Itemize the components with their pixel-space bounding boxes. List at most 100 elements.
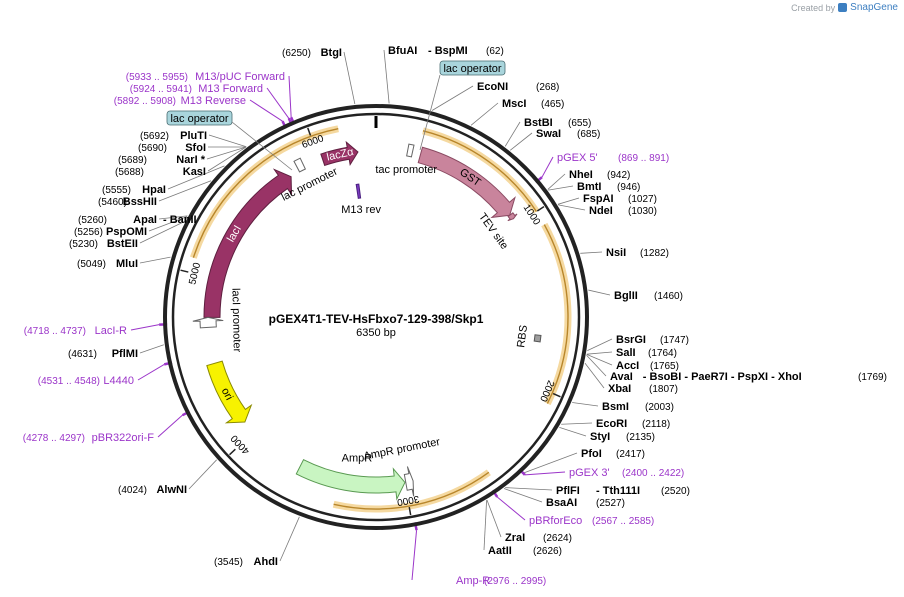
site-alwni: AlwNI: [156, 484, 187, 496]
site-pflfi: PflFI: [556, 485, 580, 497]
tick-mark: [536, 205, 545, 212]
site-leader: [139, 221, 185, 244]
site-pfoi: PfoI: [581, 448, 602, 460]
site-bsaai: BsaAI: [546, 497, 577, 509]
site-position: (2527): [596, 498, 625, 509]
primer-leader: [541, 156, 554, 178]
site-leader: [557, 197, 580, 205]
feature-label-m13-rev: M13 rev: [341, 204, 381, 216]
site-aliases: - BanII: [163, 214, 197, 226]
site-leader: [547, 173, 566, 190]
tick-mark: [229, 448, 236, 456]
primer-leader: [266, 87, 290, 119]
site-leader: [584, 362, 605, 389]
site-position: (2520): [661, 486, 690, 497]
site-sfoi: SfoI: [185, 142, 206, 154]
inner-backbone-circle: [171, 112, 581, 522]
site-leader: [503, 488, 543, 503]
site-leader: [431, 85, 474, 111]
site-position: (1027): [628, 194, 657, 205]
tick-label: 5000: [187, 261, 203, 286]
feature-label-ori: ori: [219, 386, 235, 402]
site-bsrgi: BsrGI: [616, 334, 646, 346]
primer-m13-puc-forward: M13/pUC Forward: [195, 71, 285, 83]
site-fspai: FspAI: [583, 193, 614, 205]
site-position: (946): [617, 182, 640, 193]
primer-position: (869 .. 891): [618, 153, 669, 164]
site-aliases: - BspMI: [428, 45, 468, 57]
primer-position: (5933 .. 5955): [126, 72, 188, 83]
primer-pgex-5: pGEX 5': [557, 152, 598, 164]
primer-position: (4718 .. 4737): [24, 326, 86, 337]
feature-gst: [417, 146, 516, 219]
feature-label-lacz: lacZα: [326, 146, 356, 164]
site-leader: [509, 132, 533, 151]
tick-mark: [408, 506, 412, 516]
outer-backbone-circle: [163, 104, 589, 530]
feature-lac-promoter: [293, 157, 307, 173]
site-aliases: - BsoBI - PaeR7I - PspXI - XhoI: [643, 371, 802, 383]
site-leader: [207, 146, 246, 172]
primer-leader: [137, 363, 165, 381]
site-position: (1460): [654, 291, 683, 302]
site-position: (5688): [115, 167, 144, 178]
feature-ampr: [295, 458, 406, 501]
primer-leader: [288, 75, 292, 118]
site-bsshii: BssHII: [123, 196, 157, 208]
plasmid-size: 6350 bp: [356, 327, 396, 339]
tick-label: 3000: [396, 493, 420, 508]
site-position: (2626): [533, 546, 562, 557]
site-pflmi: PflMI: [112, 348, 138, 360]
primer-leader: [130, 324, 160, 331]
site-leader: [521, 452, 578, 474]
orf-arcs: [190, 125, 572, 513]
primer-position: (2567 .. 2585): [592, 516, 654, 527]
site-apai: ApaI: [133, 214, 157, 226]
site-bglii: BglII: [614, 290, 638, 302]
site-leader: [167, 165, 225, 190]
site-leader: [279, 516, 300, 562]
site-position: (2003): [645, 402, 674, 413]
credit-brand: SnapGene: [850, 2, 898, 13]
site-zrai: ZraI: [505, 532, 525, 544]
site-styi: StyI: [590, 431, 610, 443]
site-leader: [158, 180, 212, 202]
primer-leader: [496, 496, 526, 521]
site-ecori: EcoRI: [596, 418, 627, 430]
snapgene-logo-icon: [838, 3, 848, 12]
tick-label: 2000: [537, 378, 556, 403]
site-leader: [139, 256, 171, 264]
primer-position: (2976 .. 2995): [484, 576, 546, 587]
feature-label-ampr: AmpR: [342, 453, 373, 465]
feature-m13-rev: [355, 183, 362, 199]
primer-pgex-3: pGEX 3': [569, 467, 610, 479]
site-swai: SwaI: [536, 128, 561, 140]
feature-ori: [206, 360, 253, 424]
site-leader: [208, 134, 247, 148]
site-leader: [586, 354, 607, 377]
primer-position: (5892 .. 5908): [114, 96, 176, 107]
site-leader: [486, 499, 502, 538]
site-nsii: NsiI: [606, 247, 626, 259]
site-econi: EcoNI: [477, 81, 508, 93]
site-position: (685): [577, 129, 600, 140]
orf-arc-line: [333, 471, 490, 510]
site-position: (5692): [140, 131, 169, 142]
site-aatii: AatII: [488, 545, 512, 557]
site-position: (1765): [650, 361, 679, 372]
site-kasi: KasI: [183, 166, 206, 178]
orf-arc-line: [422, 130, 538, 212]
site-labels: BfuAI- BspMI(62)EcoNI(268)MscI(465)BstBI…: [23, 45, 887, 587]
primer-laci-r: LacI-R: [95, 325, 127, 337]
site-leader: [206, 146, 246, 160]
primer-position: (4278 .. 4297): [23, 433, 85, 444]
site-ndei: NdeI: [589, 205, 613, 217]
site-leader: [383, 49, 390, 104]
site-leader: [483, 500, 488, 551]
site-bmti: BmtI: [577, 181, 601, 193]
site-ahdi: AhdI: [254, 556, 278, 568]
site-position: (2135): [626, 432, 655, 443]
site-bsmi: BsmI: [602, 401, 629, 413]
